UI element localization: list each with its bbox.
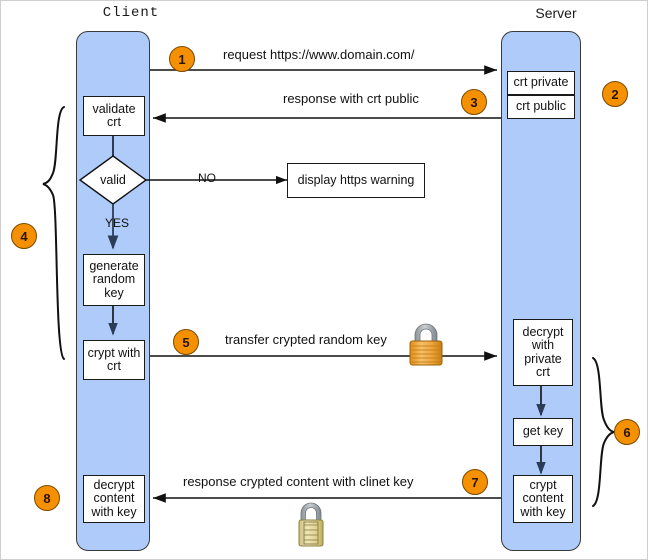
step-badge-1[interactable]: 1 (169, 46, 195, 72)
step-badge-3[interactable]: 3 (461, 89, 487, 115)
message-label-1: request https://www.domain.com/ (223, 47, 415, 62)
step-badge-8[interactable]: 8 (34, 485, 60, 511)
message-label-5: transfer crypted random key (225, 332, 387, 347)
actor-title-client: Client (102, 5, 160, 21)
step-badge-2[interactable]: 2 (602, 81, 628, 107)
process-display-https-warning: display https warning (287, 163, 425, 198)
actor-title-server: Server (535, 5, 577, 21)
edge-label-no: NO (198, 171, 216, 185)
message-label-7: response crypted content with clinet key (183, 474, 414, 489)
step-badge-4[interactable]: 4 (11, 223, 37, 249)
edge-label-yes: YES (104, 216, 129, 230)
process-get-key: get key (513, 418, 573, 446)
process-crt-private: crt private (507, 71, 575, 95)
combination-padlock-icon-bottom (298, 502, 324, 547)
padlock-icon-top (409, 323, 443, 366)
step-badge-6[interactable]: 6 (614, 419, 640, 445)
step-badge-7[interactable]: 7 (462, 469, 488, 495)
message-label-3: response with crt public (283, 91, 419, 106)
process-crt-public: crt public (507, 95, 575, 119)
step-badge-5[interactable]: 5 (173, 329, 199, 355)
